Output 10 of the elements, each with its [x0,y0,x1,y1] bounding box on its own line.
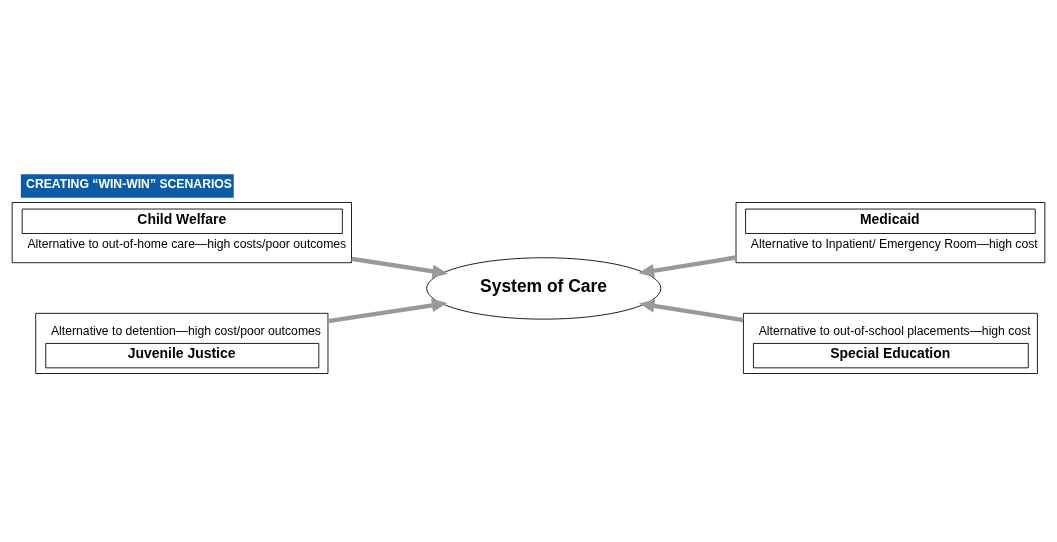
arrow [351,256,448,279]
node-box: Child Welfare Alternative to out-of-home care—high costs/poor outcomes [11,202,352,264]
node-ellipse: System of Care [426,257,662,320]
arrow [327,298,448,324]
node-box: Medicaid Alternative to Inpatient/ Emergency Room—high cost [735,202,1046,264]
arrow [638,255,737,278]
node-box: Alternative to detention—high cost/poor outcomes Juvenile Justice [35,312,329,374]
diagram-title: CREATING “WIN-WIN” SCENARIOS [26,177,232,192]
arrow [639,299,744,323]
node-box: Alternative to out-of-school placements—high cost Special Education [743,312,1038,374]
